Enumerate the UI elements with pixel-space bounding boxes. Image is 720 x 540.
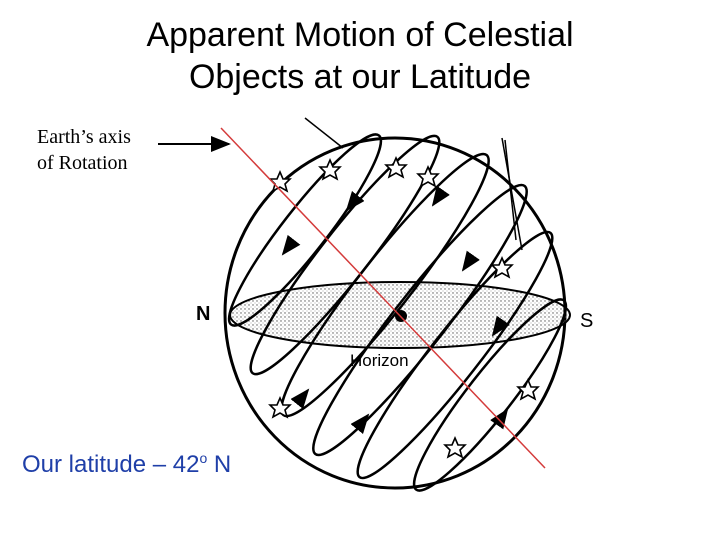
latitude-suffix: N [207, 451, 232, 478]
horizon-label: Horizon [350, 351, 409, 370]
title-line-2: Objects at our Latitude [188, 58, 532, 96]
title-line-1: Apparent Motion of Celestial [146, 16, 574, 54]
rotation-axis-line [220, 127, 546, 469]
axis-label: Earth’s axis of Rotation [37, 124, 131, 176]
south-label: S [580, 310, 593, 332]
trail-arrows [281, 185, 510, 435]
degree-mark: o [199, 450, 208, 466]
star-markers [268, 155, 540, 459]
slide-title: Apparent Motion of Celestial Objects at … [0, 14, 720, 98]
axis-label-line-2: of Rotation [37, 152, 128, 174]
latitude-text: Our latitude – 42 [22, 451, 200, 478]
axis-label-line-1: Earth’s axis [37, 126, 131, 148]
star-trails [227, 133, 568, 492]
latitude-caption: Our latitude – 42o N [22, 450, 231, 479]
figure-pointer-lines [304, 117, 523, 251]
north-label: N [196, 303, 210, 325]
